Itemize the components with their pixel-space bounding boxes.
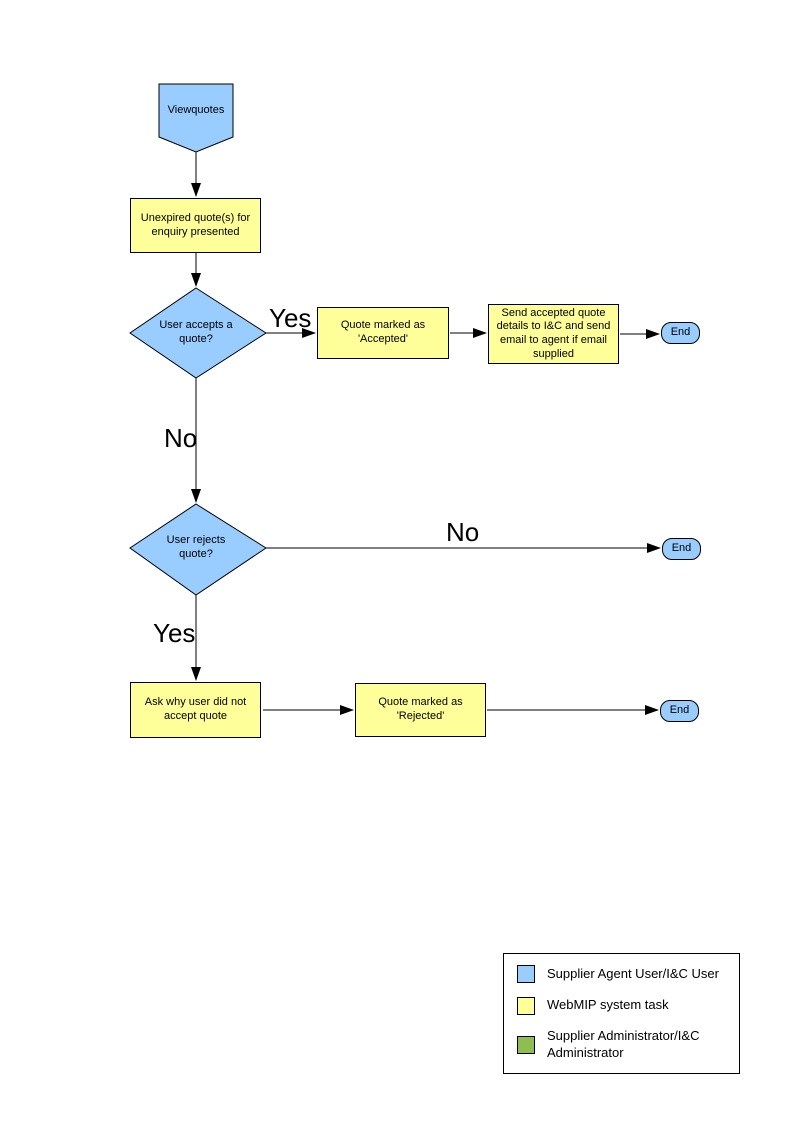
process-unexpired-quotes: Unexpired quote(s) for enquiry presented bbox=[130, 198, 261, 253]
edge-label-accept-no: No bbox=[164, 423, 198, 453]
edge-label-reject-no: No bbox=[446, 517, 480, 547]
legend-item-supplier-admin: Supplier Administrator/I&C Administrator bbox=[517, 1028, 726, 1062]
legend-item-supplier-agent: Supplier Agent User/I&C User bbox=[517, 965, 726, 983]
decision-accepts-shape bbox=[129, 287, 267, 379]
legend-label-supplier-admin: Supplier Administrator/I&C Administrator bbox=[547, 1028, 700, 1061]
legend-swatch-yellow bbox=[517, 996, 535, 1015]
terminator-end-3: End bbox=[660, 700, 699, 722]
terminator-end-1: End bbox=[661, 322, 700, 344]
process-marked-accepted: Quote marked as 'Accepted' bbox=[317, 307, 449, 359]
start-offpage-shape bbox=[158, 83, 234, 153]
legend-item-webmip-task: WebMIP system task bbox=[517, 996, 726, 1015]
process-send-details: Send accepted quote details to I&C and s… bbox=[488, 304, 619, 364]
terminator-end-2: End bbox=[662, 538, 701, 560]
legend: Supplier Agent User/I&C User WebMIP syst… bbox=[503, 953, 740, 1074]
edge-label-accept-yes: Yes bbox=[269, 303, 312, 333]
legend-swatch-blue bbox=[517, 965, 535, 983]
edge-label-reject-yes: Yes bbox=[153, 618, 196, 648]
process-ask-why: Ask why user did not accept quote bbox=[130, 682, 261, 738]
legend-label-webmip-task: WebMIP system task bbox=[547, 997, 669, 1013]
legend-label-supplier-agent: Supplier Agent User/I&C User bbox=[547, 965, 719, 981]
decision-rejects-shape bbox=[129, 503, 267, 596]
process-marked-rejected: Quote marked as 'Rejected' bbox=[355, 683, 486, 737]
legend-swatch-green bbox=[517, 1036, 535, 1055]
